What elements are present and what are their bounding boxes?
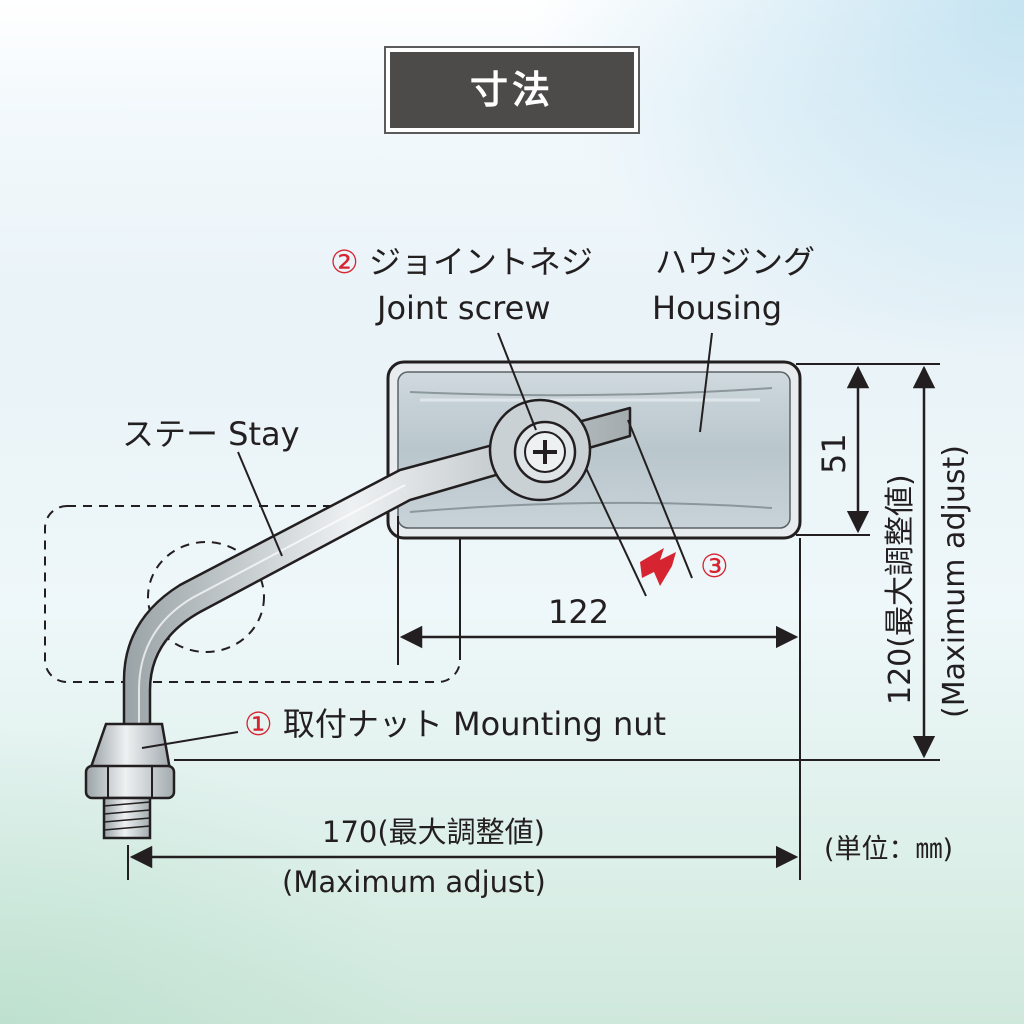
housing-label-en: Housing: [652, 289, 783, 327]
dimension-width-122: 122: [548, 593, 610, 631]
dimension-length-170: 170(最大調整値): [322, 815, 545, 849]
leader-lines: [141, 332, 713, 749]
stay-label: ステー Stay: [122, 415, 300, 453]
joint-screw-number: ②: [330, 243, 359, 281]
dimension-height-120: 120(最大調整値): [883, 474, 918, 705]
dimension-height-120-en: (Maximum adjust): [937, 445, 972, 718]
mounting-nut-number: ①: [244, 705, 273, 743]
joint-screw-label-en: Joint screw: [377, 289, 551, 327]
housing: [386, 360, 802, 540]
adjust-arrow-icon: [640, 548, 676, 586]
page-title: 寸法: [390, 52, 634, 128]
joint-screw-jp-text: ジョイントネジ: [368, 243, 593, 281]
adjust-number: ③: [700, 547, 729, 585]
joint-screw-label-jp: ② ジョイントネジ: [330, 246, 593, 278]
housing-label-jp: ハウジング: [655, 243, 816, 281]
mounting-nut: [84, 722, 176, 840]
dimension-length-170-en: (Maximum adjust): [282, 865, 546, 899]
dimension-height-51: 51: [815, 433, 853, 474]
title-box: 寸法: [384, 46, 640, 134]
joint-screw: [488, 398, 592, 502]
mounting-nut-label: ① 取付ナット Mounting nut: [244, 708, 666, 740]
mounting-nut-text: 取付ナット Mounting nut: [282, 705, 667, 743]
unit-label: (単位：㎜): [824, 834, 954, 865]
dimension-arrows: [129, 365, 936, 869]
